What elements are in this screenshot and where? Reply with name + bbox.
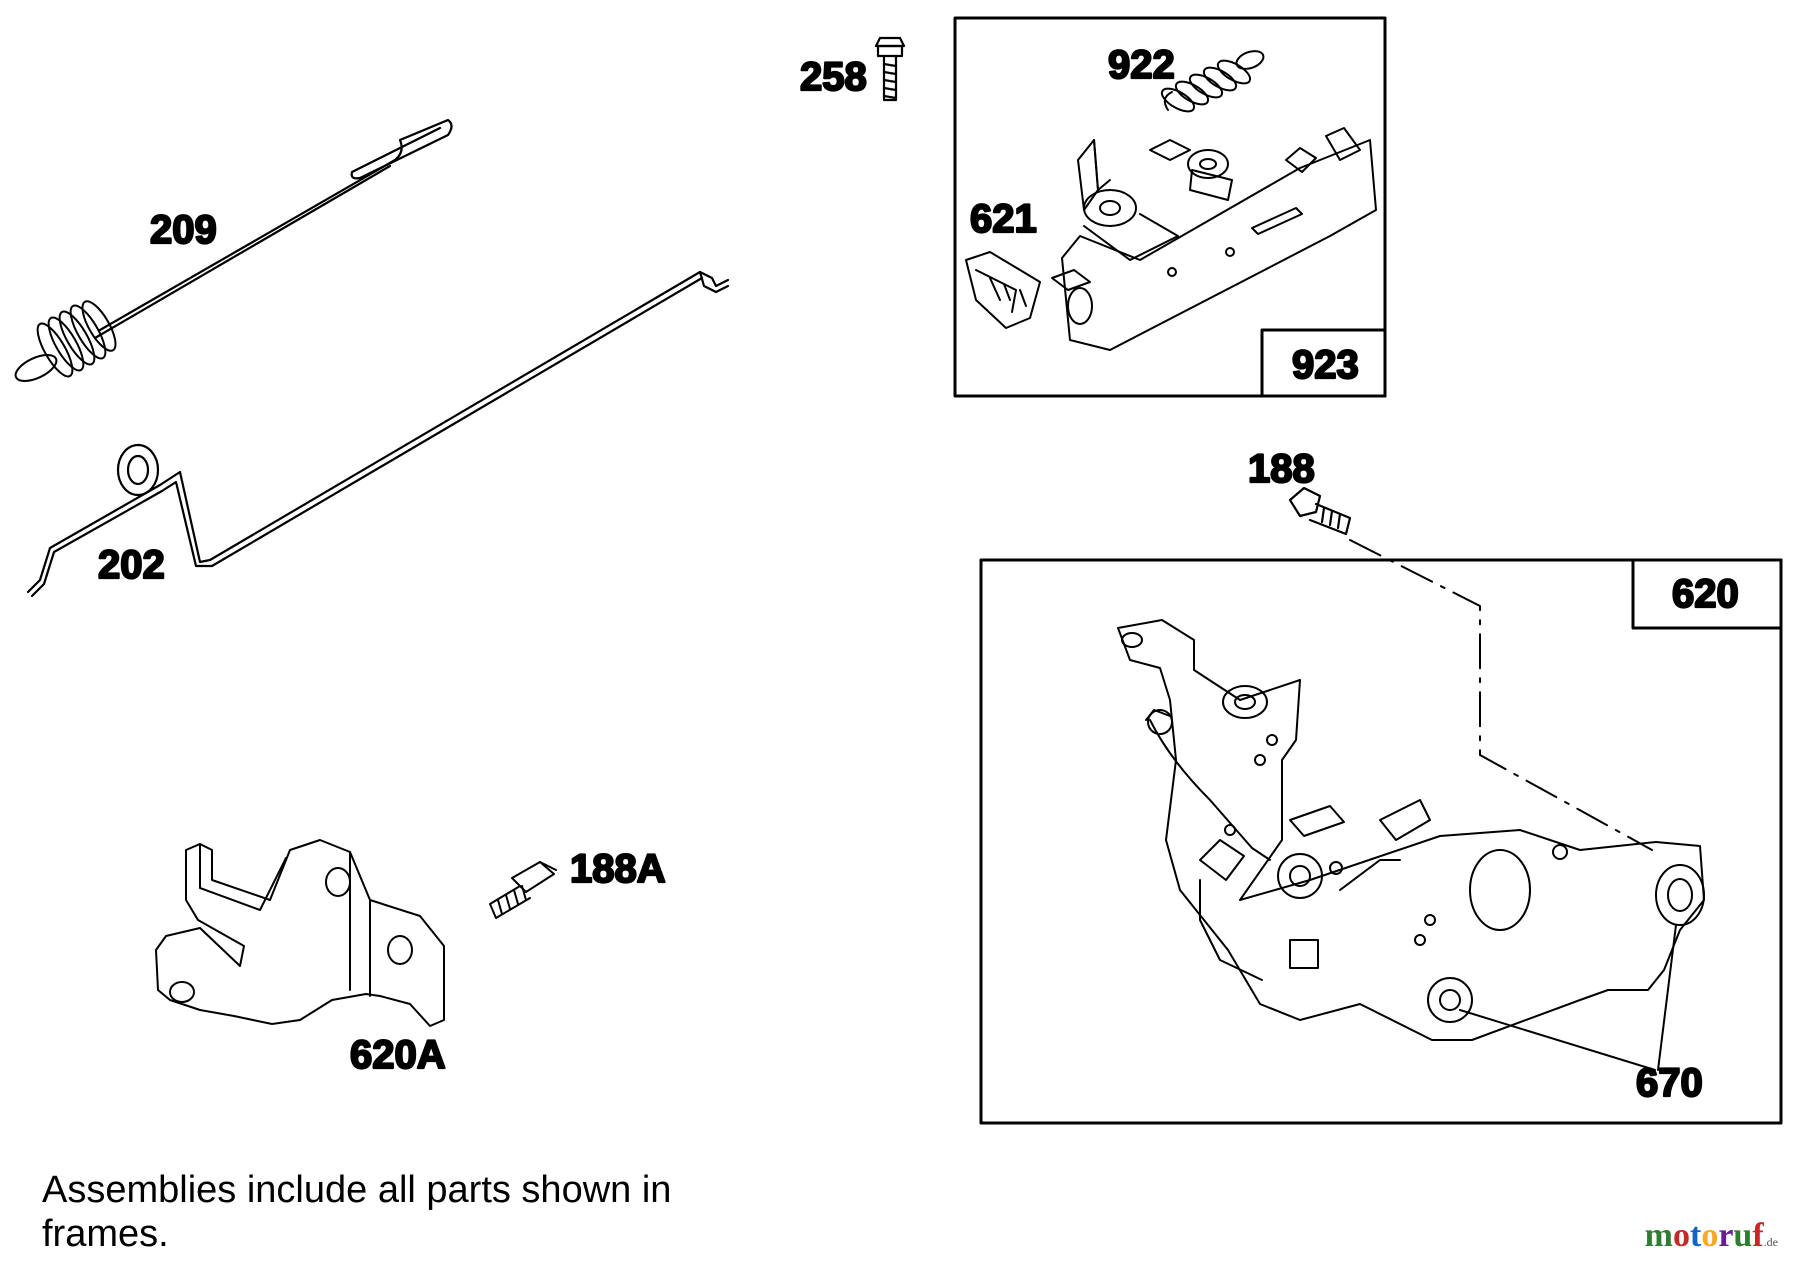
watermark-suffix: .de <box>1763 1235 1778 1249</box>
frame-923-label-box <box>1260 328 1387 398</box>
callout-620A: 620A <box>350 1033 446 1077</box>
watermark-letter: r <box>1718 1217 1734 1254</box>
leader-670-b <box>1459 1009 1656 1071</box>
clip-621 <box>965 251 1041 329</box>
rod-202 <box>26 270 730 598</box>
screw-188 <box>1288 486 1352 536</box>
callout-621: 621 <box>970 197 1037 241</box>
watermark-letter: m <box>1644 1217 1673 1254</box>
spring-209 <box>14 118 453 382</box>
callout-620: 620 <box>1672 572 1739 616</box>
watermark-logo: motoruf.de <box>1645 1217 1778 1255</box>
spring-922 <box>1160 50 1265 113</box>
callout-188A: 188A <box>570 847 666 891</box>
watermark-letter: u <box>1733 1217 1753 1254</box>
watermark-letters: motoruf <box>1645 1217 1764 1255</box>
frame-923 <box>953 16 1387 398</box>
callout-258: 258 <box>800 55 867 99</box>
assemblies-note: Assemblies include all parts shown in fr… <box>42 1169 672 1255</box>
bracket-923-body <box>1051 127 1377 351</box>
watermark-letter: t <box>1690 1217 1702 1254</box>
watermark-letter: f <box>1752 1217 1764 1254</box>
screw-258 <box>874 36 906 102</box>
leader-188 <box>1349 539 1653 851</box>
frame-620 <box>979 558 1783 1125</box>
callout-922: 922 <box>1108 43 1175 87</box>
watermark-letter: o <box>1673 1217 1690 1254</box>
watermark-letter: o <box>1701 1217 1719 1254</box>
screw-188A <box>489 861 557 919</box>
callout-670: 670 <box>1636 1061 1703 1105</box>
leader-670-a <box>1657 924 1677 1071</box>
bracket-620A <box>155 839 445 1027</box>
callout-923: 923 <box>1292 343 1359 387</box>
callout-209: 209 <box>150 208 217 252</box>
frame-620-label-box <box>1631 558 1783 630</box>
callout-188: 188 <box>1248 447 1315 491</box>
callout-202: 202 <box>98 543 165 587</box>
